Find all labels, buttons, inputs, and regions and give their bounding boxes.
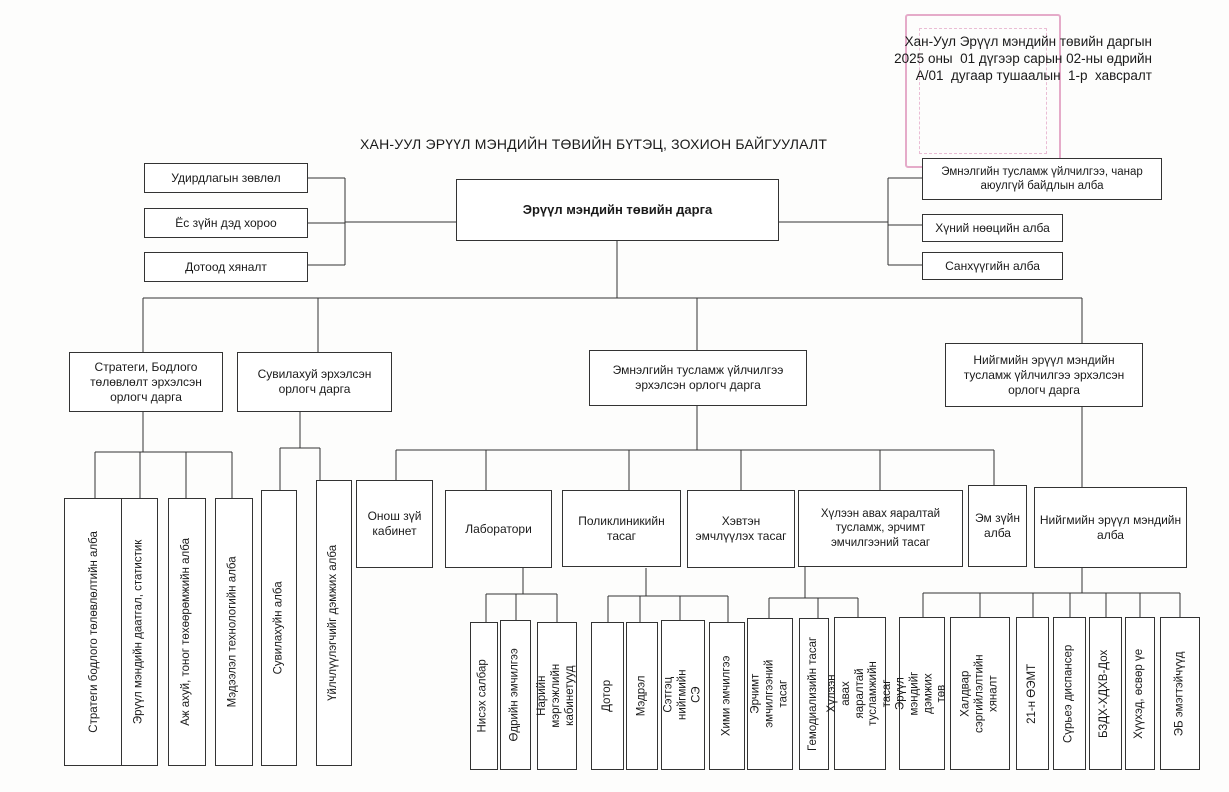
unit-label: Хүлээн авах яаралтай тусламж, эрчимт эмч… bbox=[820, 507, 941, 549]
unit-label: Эрүүл мэндийг дэмжих төв bbox=[894, 671, 948, 716]
unit-label: Сэтгэц нийгмийн СЭ bbox=[662, 669, 702, 721]
unit-label: ЭБ эмэгтэйчүүд bbox=[1173, 651, 1186, 736]
unit-strategy-planning: Стратеги бодлого төлөвлөлтийн алба bbox=[64, 498, 126, 766]
unit-emergency-icu: Хүлээн авах яаралтай тусламж, эрчимт эмч… bbox=[798, 490, 963, 567]
unit-inpatient: Хэвтэн эмчлүүлэх тасаг bbox=[687, 490, 795, 568]
unit-infection-control: Халдвар сэргийлэлтийн хяналт bbox=[950, 617, 1010, 770]
unit-neurology: Мэдрэл bbox=[626, 622, 658, 770]
chart-title: ХАН-УУЛ ЭРҮҮЛ МЭНДИЙН ТӨВИЙН БҮТЭЦ, ЗОХИ… bbox=[360, 136, 828, 152]
unit-internal-audit: Дотоод хяналт bbox=[144, 252, 308, 282]
unit-health-insurance: Эрүүл мэндийн даатгал, статистик bbox=[121, 498, 158, 766]
unit-quality-safety: Эмнэлгийн тусламж үйлчилгээ, чанар аюулг… bbox=[922, 158, 1162, 200]
unit-label: Удирдлагын зөвлөл bbox=[171, 170, 281, 185]
deputy-strategy: Стратеги, Бодлого төлөвлөлт эрхэлсэн орл… bbox=[69, 352, 223, 412]
unit-nisekh-branch: Нисэх салбар bbox=[470, 622, 498, 770]
unit-label: Нарийн мэргэжлийн кабинетууд bbox=[536, 664, 576, 728]
unit-health-promotion: Эрүүл мэндийг дэмжих төв bbox=[894, 617, 948, 770]
unit-polyclinic: Поликлиникийн тасаг bbox=[562, 490, 681, 567]
unit-pharmacy: Эм зүйн алба bbox=[968, 485, 1027, 567]
unit-label: Ёс зүйн дэд хороо bbox=[175, 215, 277, 230]
unit-label: Хими эмчилгээ bbox=[720, 655, 733, 737]
unit-label: Лаборатори bbox=[465, 521, 532, 536]
unit-label: Сувилахуйн алба bbox=[272, 581, 285, 675]
unit-hemodialysis: Гемодиализийн тасаг bbox=[799, 618, 829, 770]
unit-label: Дотор bbox=[600, 679, 613, 712]
unit-mental-health: Сэтгэц нийгмийн СЭ bbox=[661, 620, 705, 770]
unit-label: Мэдрэл bbox=[635, 675, 648, 717]
unit-it: Мэдээлэл технологийн алба bbox=[215, 498, 253, 766]
unit-specialist-cabinets: Нарийн мэргэжлийн кабинетууд bbox=[536, 622, 577, 770]
unit-label: Хүүхэд, өсвөр үе bbox=[1133, 648, 1146, 739]
unit-label: Мэдээлэл технологийн алба bbox=[227, 556, 240, 708]
head-director-label: Эрүүл мэндийн төвийн дарга bbox=[522, 201, 713, 217]
deputy-label: Нийгмийн эрүүл мэндийн тусламж үйлчилгээ… bbox=[963, 352, 1125, 397]
head-director: Эрүүл мэндийн төвийн дарга bbox=[456, 179, 779, 241]
unit-label: Эрчимт эмчилгээний тасаг bbox=[749, 659, 789, 729]
unit-label: Нийгмийн эрүүл мэндийн алба bbox=[1039, 512, 1182, 542]
annex-line-1: Хан-Уул Эрүүл мэндийн төвийн даргын bbox=[904, 34, 1152, 49]
annex-line-2: 2025 оны 01 дүгээр сарын 02-ны өдрийн bbox=[894, 50, 1152, 66]
unit-label: Хүлээн авах яаралтай тусламжийн тасаг bbox=[825, 661, 893, 726]
unit-internal-medicine: Дотор bbox=[591, 622, 624, 770]
unit-label: Халдвар сэргийлэлтийн хяналт bbox=[959, 654, 999, 733]
unit-label: Аж ахуй, тоног төхөөрөмжийн алба bbox=[180, 538, 193, 726]
deputy-label: Стратеги, Бодлого төлөвлөлт эрхэлсэн орл… bbox=[90, 359, 202, 404]
unit-label: Онош зүй кабинет bbox=[367, 509, 422, 538]
deputy-label: Эмнэлгийн тусламж үйлчилгээ эрхэлсэн орл… bbox=[612, 363, 784, 392]
unit-label: Эрүүл мэндийн даатгал, статистик bbox=[132, 539, 145, 725]
deputy-public-health: Нийгмийн эрүүл мэндийн тусламж үйлчилгээ… bbox=[945, 343, 1143, 407]
unit-label: 21-н ӨЭМТ bbox=[1025, 663, 1038, 724]
unit-std-hiv-aids: БЗДХ-ХДХВ-Дох bbox=[1089, 617, 1122, 770]
unit-ethics-committee: Ёс зүйн дэд хороо bbox=[144, 208, 308, 238]
unit-label: Поликлиникийн тасаг bbox=[578, 513, 665, 543]
unit-management-council: Удирдлагын зөвлөл bbox=[144, 163, 308, 193]
unit-laboratory: Лаборатори bbox=[445, 490, 552, 568]
unit-label: Сүрьеэ диспансер bbox=[1062, 644, 1075, 743]
unit-label: Хэвтэн эмчлүүлэх тасаг bbox=[695, 514, 787, 543]
deputy-label: Сувилахуй эрхэлсэн орлогч дарга bbox=[257, 367, 372, 396]
unit-label: Өдрийн эмчилгээ bbox=[508, 648, 521, 742]
unit-label: Хүний нөөцийн алба bbox=[935, 220, 1050, 235]
unit-intensive-care: Эрчимт эмчилгээний тасаг bbox=[747, 618, 793, 770]
unit-label: Дотоод хяналт bbox=[185, 259, 267, 274]
unit-day-treatment: Өдрийн эмчилгээ bbox=[500, 620, 531, 770]
unit-label: Санхүүгийн алба bbox=[945, 258, 1040, 273]
annex-line-3: А/01 дугаар тушаалын 1-р хавсралт bbox=[915, 67, 1152, 83]
annex-note: Хан-Уул Эрүүл мэндийн төвийн даргын 2025… bbox=[894, 34, 1152, 85]
unit-label: Гемодиализийн тасаг bbox=[807, 636, 820, 752]
unit-child-adolescent: Хүүхэд, өсвөр үе bbox=[1125, 617, 1155, 770]
unit-label: Нисэх салбар bbox=[477, 659, 490, 733]
unit-label: Үйлчлүүлэгчийг дэмжих алба bbox=[327, 545, 340, 701]
unit-nursing: Сувилахуйн алба bbox=[261, 490, 297, 766]
unit-diagnostics-cabinet: Онош зүй кабинет bbox=[356, 480, 433, 568]
unit-emergency-reception: Хүлээн авах яаралтай тусламжийн тасаг bbox=[826, 617, 893, 770]
unit-label: Стратеги бодлого төлөвлөлтийн алба bbox=[88, 531, 101, 733]
unit-public-health: Нийгмийн эрүүл мэндийн алба bbox=[1034, 487, 1187, 568]
unit-human-resources: Хүний нөөцийн алба bbox=[922, 214, 1063, 242]
deputy-medical: Эмнэлгийн тусламж үйлчилгээ эрхэлсэн орл… bbox=[589, 350, 807, 406]
deputy-nursing: Сувилахуй эрхэлсэн орлогч дарга bbox=[237, 352, 392, 412]
unit-label: Эм зүйн алба bbox=[975, 511, 1020, 540]
unit-21-family-health: 21-н ӨЭМТ bbox=[1016, 617, 1049, 770]
unit-tb-dispensary: Сүрьеэ диспансер bbox=[1053, 617, 1086, 770]
unit-chemotherapy: Хими эмчилгээ bbox=[709, 622, 745, 770]
unit-facilities: Аж ахуй, тоног төхөөрөмжийн алба bbox=[168, 498, 206, 766]
unit-patient-support: Үйлчлүүлэгчийг дэмжих алба bbox=[316, 480, 352, 766]
unit-label: БЗДХ-ХДХВ-Дох bbox=[1098, 649, 1111, 738]
unit-label: Эмнэлгийн тусламж үйлчилгээ, чанар аюулг… bbox=[941, 165, 1143, 192]
unit-finance: Санхүүгийн алба bbox=[922, 252, 1063, 280]
unit-womens-health: ЭБ эмэгтэйчүүд bbox=[1160, 617, 1200, 770]
